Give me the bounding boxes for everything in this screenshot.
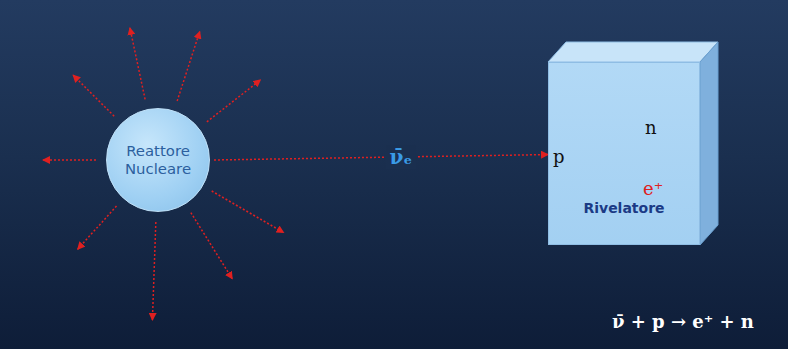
detector-top-face [548, 42, 718, 62]
radiation-arrow [43, 159, 96, 161]
particle-label: ν̄ₑ [386, 145, 417, 169]
detector-label: Rivelatore [583, 200, 664, 216]
radiation-arrow [152, 222, 155, 320]
radiation-arrow [191, 213, 232, 279]
neutron-label: n [645, 117, 657, 138]
radiation-arrow [207, 80, 261, 122]
detector-box: Rivelatore [548, 62, 700, 245]
detector-side-face [700, 42, 718, 245]
radiation-arrows [43, 28, 284, 320]
positron-label: e⁺ [643, 178, 663, 199]
reactor-circle: Reattore Nucleare [106, 108, 210, 212]
radiation-arrow [130, 28, 145, 99]
radiation-arrow [73, 75, 114, 116]
radiation-arrow [177, 32, 200, 101]
reactor-label: Reattore Nucleare [113, 142, 203, 178]
reaction-formula: ν̄ + p → e⁺ + n [612, 311, 754, 332]
radiation-arrow [212, 191, 284, 233]
proton-label: p [553, 146, 565, 167]
neutrino-path [214, 155, 548, 160]
radiation-arrow [78, 206, 117, 249]
